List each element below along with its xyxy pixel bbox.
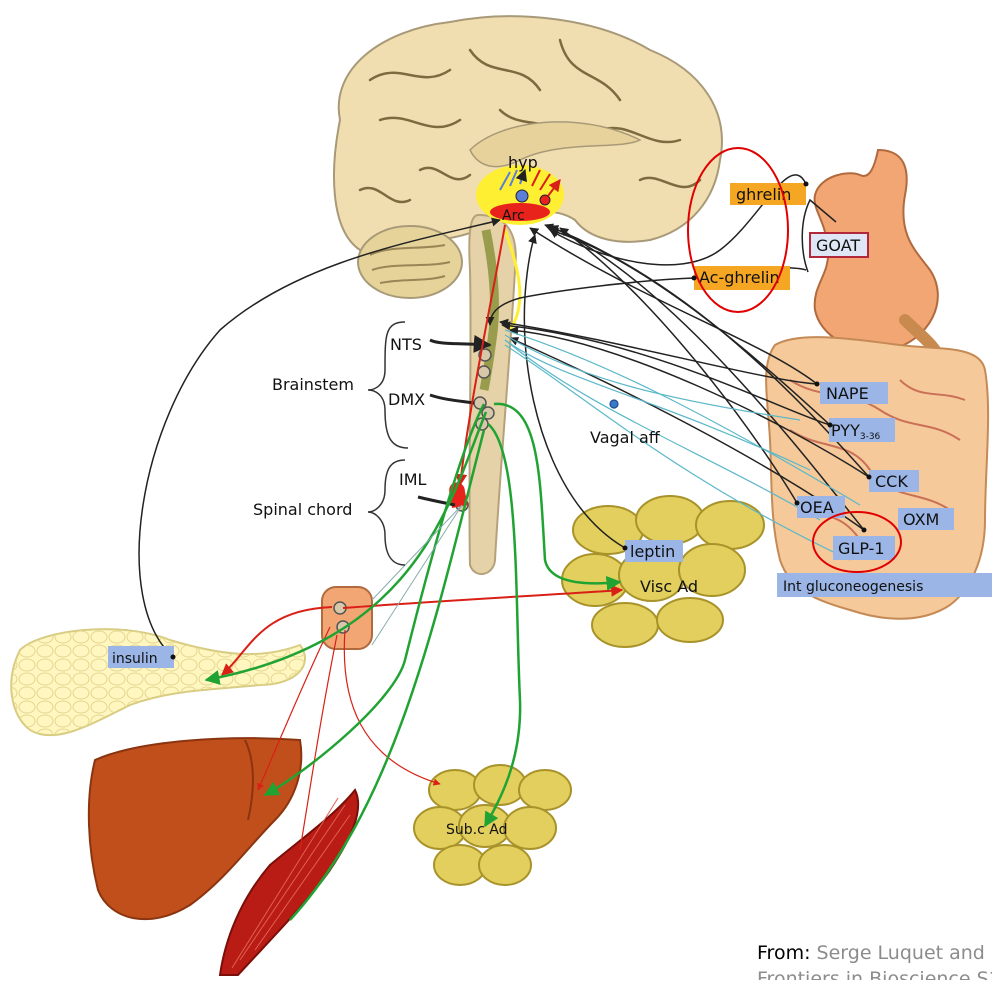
pyy-label: PYY: [831, 421, 860, 440]
cck-tag: CCK: [869, 470, 919, 492]
vagal-aff-label: Vagal aff: [590, 428, 661, 447]
insulin-label: insulin: [112, 651, 158, 667]
pyy-tag: PYY3-36: [829, 418, 895, 442]
brainstem-label: Brainstem: [272, 375, 354, 394]
goat-label: GOAT: [816, 236, 860, 255]
int-gluconeogenesis-tag: Int gluconeogenesis: [777, 573, 992, 597]
oxm-tag: OXM: [898, 508, 954, 530]
glp1-tag: GLP-1: [833, 536, 895, 560]
int-gluconeogenesis-label: Int gluconeogenesis: [783, 579, 923, 595]
leptin-label: leptin: [630, 542, 675, 561]
insulin-tag: insulin: [108, 646, 174, 668]
leptin-tag: leptin: [625, 540, 683, 562]
oea-label: OEA: [800, 498, 834, 517]
nape-label: NAPE: [826, 384, 869, 403]
dmx-label: DMX: [388, 390, 425, 409]
visceral-fat: [562, 496, 764, 647]
citation-from-label: From:: [757, 942, 810, 964]
citation-line1: Serge Luquet and Ch: [817, 942, 992, 964]
citation-line2: Frontiers in Bioscience S1, 4: [757, 966, 992, 980]
ac-ghrelin-label: Ac-ghrelin: [699, 268, 780, 287]
spinal-chord-label: Spinal chord: [253, 500, 352, 519]
pancreas: [11, 629, 305, 735]
citation: From: Serge Luquet and Ch Frontiers in B…: [757, 940, 992, 980]
arc-label: Arc: [502, 208, 525, 224]
visc-ad-label: Visc Ad: [640, 577, 698, 596]
sympathetic-ganglion: [322, 587, 372, 649]
nts-label: NTS: [390, 335, 422, 354]
ghrelin-tag: ghrelin: [730, 183, 806, 205]
connector-dots: [171, 182, 872, 660]
cerebellum: [358, 226, 462, 298]
oxm-label: OXM: [903, 510, 939, 529]
pyy-subscript: 3-36: [860, 432, 881, 442]
goat-tag: GOAT: [810, 233, 868, 257]
cck-label: CCK: [875, 472, 908, 491]
ac-ghrelin-tag: Ac-ghrelin: [694, 266, 790, 290]
subc-ad-label: Sub.c Ad: [446, 822, 507, 838]
nape-tag: NAPE: [820, 382, 888, 404]
glp1-label: GLP-1: [838, 539, 885, 558]
hyp-label: hyp: [508, 153, 538, 172]
brainstem-spinal-cord: [469, 215, 515, 574]
iml-label: IML: [399, 470, 427, 489]
ganglion-connectors: [372, 505, 462, 645]
